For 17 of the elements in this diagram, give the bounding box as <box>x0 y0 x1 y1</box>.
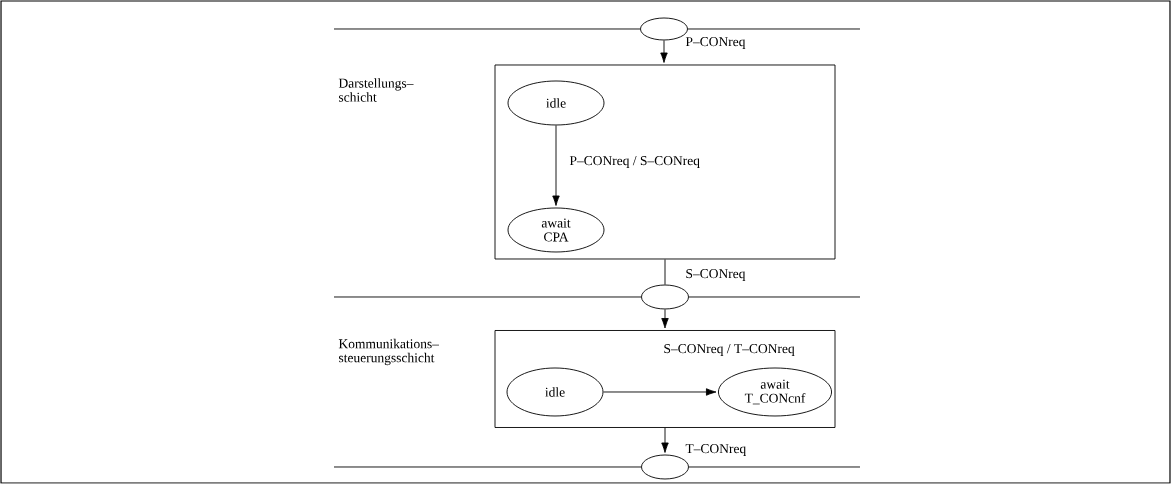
layer-name: Darstellungs– schicht <box>338 78 414 102</box>
arrow <box>603 388 717 396</box>
arrow <box>552 125 560 206</box>
edge-label: T–CONreq <box>685 444 746 456</box>
edge-label: S–CONreq <box>686 269 746 281</box>
service-access-point <box>640 17 688 41</box>
edge-label: P–CONreq / S–CONreq <box>569 156 700 168</box>
service-access-point <box>641 454 689 480</box>
layer-box <box>494 64 836 260</box>
arrow <box>661 427 669 453</box>
layer-name: Kommunikations– steuerungsschicht <box>338 338 440 366</box>
service-access-point <box>641 284 689 310</box>
edge-label: S–CONreq / T–CONreq <box>664 344 795 356</box>
arrow <box>661 309 669 329</box>
arrow <box>660 40 668 63</box>
edge-label: P–CONreq <box>685 37 746 49</box>
layer-box <box>494 330 836 428</box>
